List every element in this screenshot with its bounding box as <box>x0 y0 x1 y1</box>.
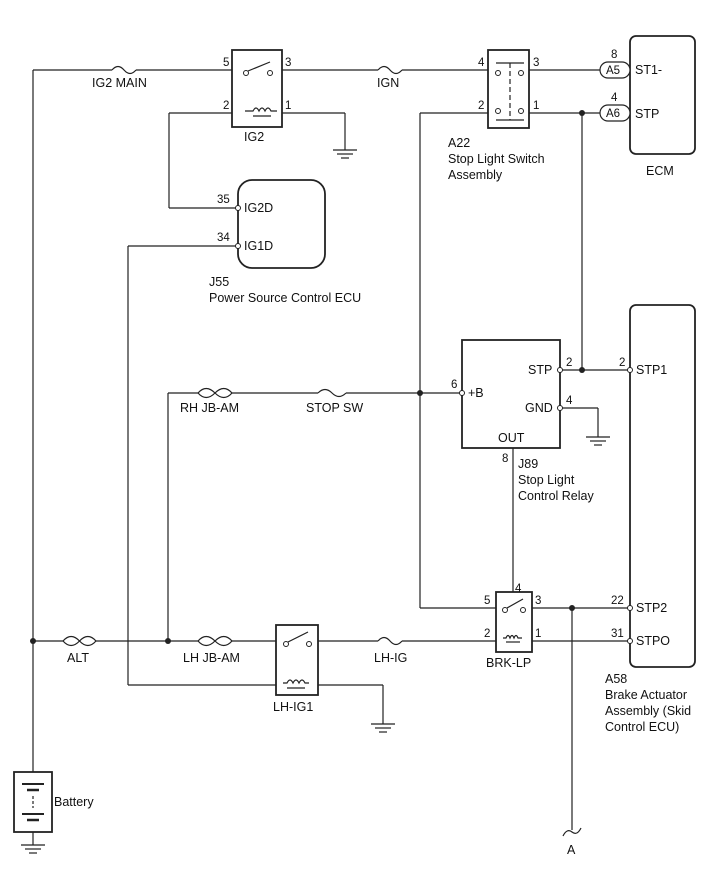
ig2-pin-5: 5 <box>223 57 229 69</box>
a22-pin-4: 4 <box>478 57 485 69</box>
ecm-connector-a6 <box>599 104 631 122</box>
ig2-pin-1: 1 <box>285 100 291 112</box>
a22-pin-3: 3 <box>533 57 539 69</box>
fuse-ig2-main-symbol <box>111 65 137 75</box>
a58-pin-num-31: 31 <box>611 628 624 640</box>
j89-pin-num-8: 8 <box>502 453 508 465</box>
ground-ig2 <box>333 149 357 159</box>
ecm-pin-num-8: 8 <box>611 49 617 61</box>
ground-lh-ig1 <box>371 723 395 733</box>
fuse-lh-jb-am-symbol <box>197 635 233 647</box>
fuse-ign-symbol <box>377 65 403 75</box>
ground-j89 <box>586 436 610 446</box>
power-source-control-ecu: 35 34 IG2D IG1D J55 Power Source Control… <box>209 179 361 305</box>
fuse-stop-sw-symbol <box>317 388 347 398</box>
j55-name: Power Source Control ECU <box>209 291 361 305</box>
j55-pin-num-34: 34 <box>217 232 230 244</box>
a58-name-line1: Brake Actuator <box>605 688 687 702</box>
stop-light-control-relay: 6 2 4 8 +B STP GND OUT J89 Stop Light Co… <box>451 339 594 503</box>
j89-pin-b: +B <box>468 386 484 400</box>
lh-ig1-relay-label: LH-IG1 <box>273 700 313 714</box>
a58-name-line3: Control ECU) <box>605 720 679 734</box>
j89-pin-stp: STP <box>528 363 552 377</box>
battery: Battery <box>13 771 94 833</box>
j89-pin-num-2: 2 <box>566 357 572 369</box>
a58-pin-stpo: STPO <box>636 634 670 648</box>
j55-pin-num-35: 35 <box>217 194 230 206</box>
j55-pin-ig1d: IG1D <box>244 239 273 253</box>
j89-pin-out: OUT <box>498 431 525 445</box>
brk-lp-pin-3: 3 <box>535 595 541 607</box>
brk-lp-pin-1: 1 <box>535 628 541 640</box>
j89-pin-num-6: 6 <box>451 379 457 391</box>
a22-name-line1: Stop Light Switch <box>448 152 545 166</box>
j55-code: J55 <box>209 275 229 289</box>
ground-battery <box>21 844 45 854</box>
a22-pin-2: 2 <box>478 100 484 112</box>
fuses: IG2 MAIN IGN RH JB-AM STOP SW ALT LH JB-… <box>62 65 407 665</box>
ecm-connector-a5 <box>599 61 631 79</box>
stop-light-switch: 4 3 2 1 A22 Stop Light Switch Assembly <box>448 49 545 182</box>
ecm-pin-num-4: 4 <box>611 92 618 104</box>
j89-pin-num-4: 4 <box>566 395 573 407</box>
ecm-connector-a6-label: A6 <box>606 108 620 120</box>
j89-name-line1: Stop Light <box>518 473 575 487</box>
a58-pin-stp2: STP2 <box>636 601 667 615</box>
fuse-stop-sw-label: STOP SW <box>306 401 363 415</box>
brk-lp-pin-4: 4 <box>515 583 522 595</box>
ecm-connector-a5-label: A5 <box>606 65 620 77</box>
a58-pin-num-22: 22 <box>611 595 624 607</box>
battery-label: Battery <box>54 795 94 809</box>
j89-pin-gnd: GND <box>525 401 553 415</box>
a58-name-line2: Assembly (Skid <box>605 704 691 718</box>
ig2-relay-label: IG2 <box>244 130 264 144</box>
ig2-relay: 5 3 2 1 IG2 <box>223 49 291 144</box>
brk-lp-pin-2: 2 <box>484 628 490 640</box>
brake-actuator-assembly: 2 22 31 STP1 STP2 STPO A58 Brake Actuato… <box>605 304 696 734</box>
brk-lp-pin-5: 5 <box>484 595 490 607</box>
wires <box>32 69 630 845</box>
ecm-pin-st1: ST1- <box>635 63 662 77</box>
fuse-ig2-main-label: IG2 MAIN <box>92 76 147 90</box>
ig2-pin-3: 3 <box>285 57 291 69</box>
a58-pin-stp1: STP1 <box>636 363 667 377</box>
brk-lp-relay: 4 5 3 2 1 BRK-LP <box>484 583 541 670</box>
j89-code: J89 <box>518 457 538 471</box>
a58-code: A58 <box>605 672 627 686</box>
ecm: A5 A6 8 4 ST1- STP ECM <box>599 35 696 178</box>
fuse-ign-label: IGN <box>377 76 399 90</box>
fuse-lh-ig-symbol <box>377 636 403 646</box>
connector-a: A <box>562 827 582 857</box>
j55-pin-ig2d: IG2D <box>244 201 273 215</box>
fuse-rh-jb-am-symbol <box>197 387 233 399</box>
fuse-lh-jb-am-label: LH JB-AM <box>183 651 240 665</box>
fuse-rh-jb-am-label: RH JB-AM <box>180 401 239 415</box>
lh-ig1-relay: LH-IG1 <box>273 624 319 714</box>
ig2-pin-2: 2 <box>223 100 229 112</box>
junction-dots <box>30 110 585 644</box>
a22-pin-1: 1 <box>533 100 539 112</box>
connector-a-label: A <box>567 843 576 857</box>
fuse-lh-ig-label: LH-IG <box>374 651 407 665</box>
j89-name-line2: Control Relay <box>518 489 594 503</box>
fuse-alt-label: ALT <box>67 651 89 665</box>
brk-lp-relay-label: BRK-LP <box>486 656 531 670</box>
ecm-pin-stp: STP <box>635 107 659 121</box>
fuse-alt-symbol <box>62 635 97 647</box>
a22-name-line2: Assembly <box>448 168 503 182</box>
a58-pin-num-2: 2 <box>619 357 625 369</box>
a22-code: A22 <box>448 136 470 150</box>
ecm-name: ECM <box>646 164 674 178</box>
